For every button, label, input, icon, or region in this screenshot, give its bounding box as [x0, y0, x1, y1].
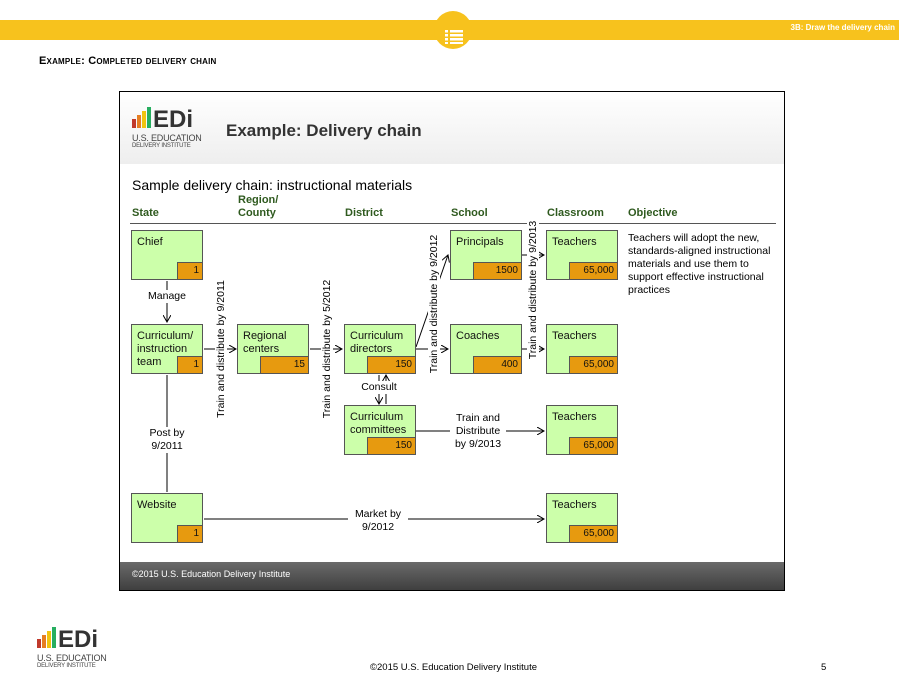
label-manage: Manage: [144, 290, 190, 303]
footer-copyright: ©2015 U.S. Education Delivery Institute: [370, 662, 538, 673]
menu-list-icon: [445, 30, 463, 44]
box-teachers-2-count: 65,000: [569, 356, 617, 373]
edi-logo-mark: EDi: [132, 106, 193, 133]
label-line: Market by: [354, 508, 402, 520]
label-line: instruction: [137, 343, 188, 355]
label-train-2011: Train and distribute by 9/2011: [215, 280, 227, 418]
label-line: team: [137, 356, 162, 368]
inner-header: EDi U.S. EDUCATION DELIVERY INSTITUTE Ex…: [120, 92, 784, 164]
box-website: Website 1: [131, 493, 203, 543]
label-line: centers: [243, 343, 280, 355]
box-teachers-3-count: 65,000: [569, 437, 617, 454]
label-line: by 9/2013: [454, 438, 502, 450]
box-curriculum-directors-count: 150: [367, 356, 415, 373]
box-coaches: Coaches 400: [450, 324, 522, 374]
label-line: 9/2011: [151, 440, 183, 452]
inner-subtitle: Sample delivery chain: instructional mat…: [132, 177, 413, 193]
header-rule: [130, 223, 776, 224]
box-coaches-count: 400: [473, 356, 521, 373]
box-curriculum-directors: Curriculum directors 150: [344, 324, 416, 374]
label-line: 9/2012: [361, 521, 395, 533]
box-chief-count: 1: [177, 262, 202, 279]
label-line: Train and: [456, 412, 500, 424]
logo-letters: EDi: [153, 106, 193, 129]
label-train-2012-may: Train and distribute by 5/2012: [321, 279, 333, 419]
label-train-and-distribute: Train and Distribute by 9/2013: [450, 412, 506, 451]
box-principals-count: 1500: [473, 262, 521, 279]
col-header-region: Region/ County: [238, 194, 278, 220]
box-regional-centers: Regional centers 15: [237, 324, 309, 374]
box-teachers-4-label: Teachers: [552, 499, 597, 511]
label-train-2012-sep: Train and distribute by 9/2012: [428, 234, 440, 374]
label-post-by: Post by 9/2011: [142, 427, 192, 453]
box-principals-label: Principals: [456, 236, 504, 248]
box-teachers-2: Teachers 65,000: [546, 324, 618, 374]
section-label: 3B: Draw the delivery chain: [790, 23, 895, 32]
box-curriculum-committees-count: 150: [367, 437, 415, 454]
label-line: Regional: [243, 330, 287, 342]
label-train-2013-sep: Train and distribute by 9/2013: [527, 220, 539, 360]
label-consult: Consult: [357, 381, 401, 394]
col-header-objective: Objective: [628, 207, 678, 219]
label-line: Distribute: [455, 425, 501, 437]
label-line: Curriculum: [350, 411, 404, 423]
objective-text: Teachers will adopt the new, standards-a…: [628, 232, 771, 296]
box-teachers-2-label: Teachers: [552, 330, 597, 342]
box-chief: Chief 1: [131, 230, 203, 280]
box-teachers-3-label: Teachers: [552, 411, 597, 423]
footer-logo-letters: EDi: [58, 626, 98, 649]
page-number: 5: [821, 662, 827, 673]
logo-line1: U.S. EDUCATION: [132, 133, 202, 143]
col-header-classroom: Classroom: [547, 207, 604, 219]
box-teachers-1: Teachers 65,000: [546, 230, 618, 280]
box-curriculum-committees: Curriculum committees 150: [344, 405, 416, 455]
box-teachers-4-count: 65,000: [569, 525, 617, 542]
box-chief-label: Chief: [137, 236, 163, 248]
box-teachers-1-count: 65,000: [569, 262, 617, 279]
footer-logo-mark: EDi: [37, 626, 98, 653]
box-curriculum-committees-label: Curriculum committees: [350, 411, 406, 437]
label-line: Curriculum: [350, 330, 404, 342]
label-line: directors: [350, 343, 393, 355]
footer-logo: EDi U.S. EDUCATION DELIVERY INSTITUTE: [37, 625, 107, 669]
edi-logo: EDi U.S. EDUCATION DELIVERY INSTITUTE: [132, 105, 202, 149]
box-teachers-4: Teachers 65,000: [546, 493, 618, 543]
inner-title: Example: Delivery chain: [226, 121, 422, 140]
col-header-district: District: [345, 207, 383, 219]
box-coaches-label: Coaches: [456, 330, 500, 342]
inner-footer: ©2015 U.S. Education Delivery Institute: [120, 562, 784, 590]
box-website-count: 1: [177, 525, 202, 542]
col-header-region-line1: Region/: [238, 194, 279, 206]
label-market-by: Market by 9/2012: [348, 508, 408, 534]
label-line: Post by: [149, 427, 185, 439]
col-header-state: State: [132, 207, 159, 219]
box-teachers-1-label: Teachers: [552, 236, 597, 248]
footer-logo-line2: DELIVERY INSTITUTE: [37, 663, 96, 669]
box-curriculum-directors-label: Curriculum directors: [350, 330, 403, 356]
box-curriculum-team: Curriculum/ instruction team 1: [131, 324, 203, 374]
box-principals: Principals 1500: [450, 230, 522, 280]
footer-logo-line1: U.S. EDUCATION: [37, 653, 107, 663]
label-line: committees: [350, 424, 407, 436]
label-line: Curriculum/: [137, 330, 194, 342]
col-header-school: School: [451, 207, 488, 219]
slide-heading: Example: Completed delivery chain: [39, 55, 217, 67]
delivery-chain-slide: EDi U.S. EDUCATION DELIVERY INSTITUTE Ex…: [119, 91, 785, 591]
box-website-label: Website: [137, 499, 177, 511]
box-curriculum-team-count: 1: [177, 356, 202, 373]
inner-footer-copyright: ©2015 U.S. Education Delivery Institute: [132, 569, 291, 579]
box-teachers-3: Teachers 65,000: [546, 405, 618, 455]
menu-button[interactable]: [434, 11, 472, 49]
box-regional-centers-count: 15: [260, 356, 308, 373]
box-regional-centers-label: Regional centers: [243, 330, 286, 356]
box-curriculum-team-label: Curriculum/ instruction team: [137, 330, 193, 369]
col-header-region-line2: County: [238, 207, 276, 219]
logo-line2: DELIVERY INSTITUTE: [132, 143, 191, 149]
